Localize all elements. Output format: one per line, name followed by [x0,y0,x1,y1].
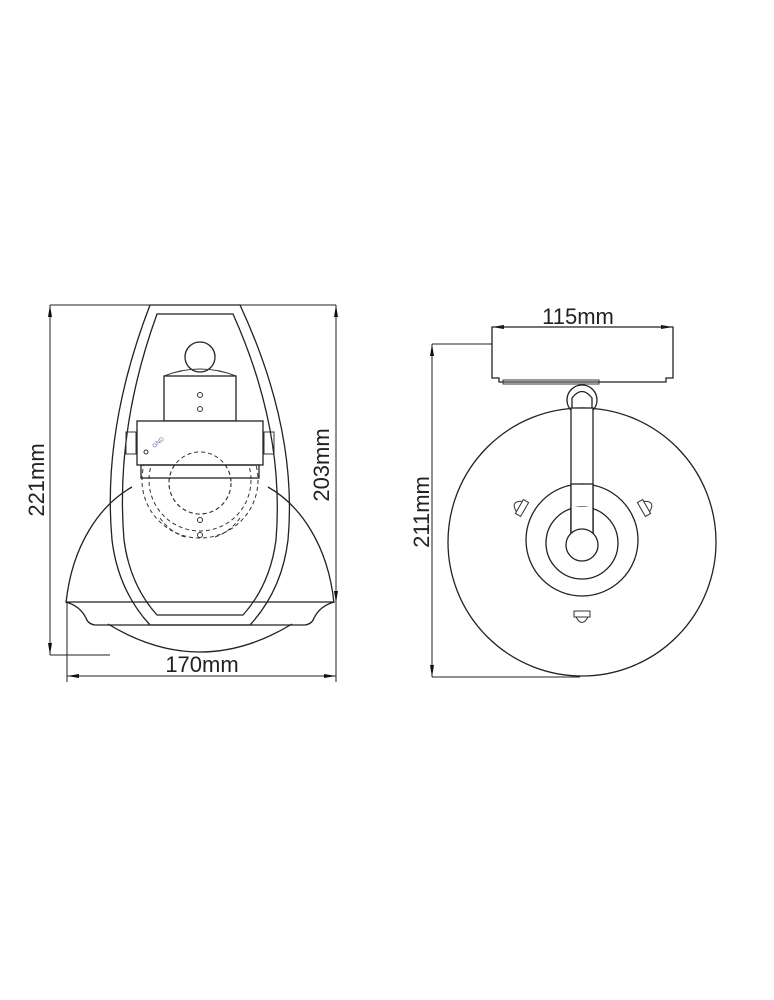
right-screw [263,431,275,455]
mounting-plate-center-overlay [168,451,232,515]
front-view: 221mm 203mm 170mm GND [24,304,338,682]
shade-bottom-arc [107,623,293,653]
fitting-box-top [163,368,237,377]
mounting-plate-outer [141,421,259,539]
screw-hole [197,406,203,412]
left-screw [125,431,137,455]
width-label: 170mm [165,652,238,677]
screw-right [636,498,653,518]
backplate-inner [121,313,278,616]
height-backplate-label: 203mm [309,428,334,501]
canopy-width-label: 115mm [542,304,614,329]
shade-rim [65,601,335,626]
finial-ball [184,341,216,373]
bracket [136,420,264,466]
screw-bottom [573,610,591,623]
height-overall-label: 221mm [24,443,49,516]
canopy-plate [502,379,600,385]
height-label: 211mm [409,476,434,548]
canopy [491,326,674,383]
side-view: 115mm 211mm [409,304,717,678]
shade-outline-right [267,486,335,604]
screw-hole [197,532,203,538]
screw-hole [197,392,203,398]
fitting-box [163,375,237,422]
bracket-strip [140,464,260,479]
screw-hole [197,517,203,523]
ground-hole [143,449,149,455]
lamp-socket [565,528,599,562]
knuckle-inner [571,390,593,410]
screw-left [513,498,530,518]
shade-outline-left [65,486,133,604]
